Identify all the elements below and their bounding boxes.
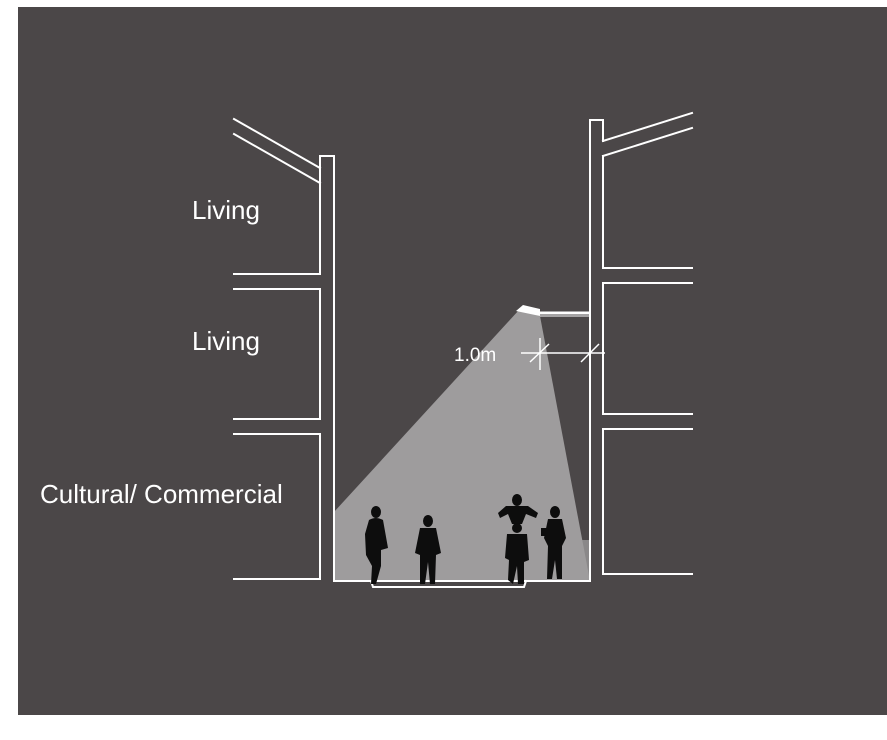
- right-roof-lower-line: [601, 126, 694, 158]
- left-building: [232, 117, 591, 582]
- pedestrian-icon: [365, 506, 388, 584]
- left-roof-lower-line: [232, 132, 322, 185]
- dimension-label: 1.0m: [454, 345, 496, 366]
- pedestrian-icon: [498, 494, 538, 584]
- lamp-head: [516, 305, 540, 316]
- left-roof-upper-line: [232, 117, 322, 170]
- dimension-tick-right: [580, 343, 600, 363]
- street-lamp-icon: [516, 305, 590, 317]
- dimension-annotation: 1.0m: [454, 338, 605, 370]
- dimension-tick-left: [529, 343, 550, 363]
- drawing-background: [18, 7, 887, 715]
- pedestrian-icon: [415, 515, 441, 584]
- ground-floor-label: Cultural/ Commercial: [40, 479, 283, 509]
- right-building: [589, 111, 694, 582]
- pedestrian-icon: [541, 506, 566, 579]
- middle-floor-label: Living: [192, 326, 260, 356]
- left-facade-outer: [319, 155, 591, 582]
- right-roof-upper-line: [601, 111, 694, 143]
- upper-floor-label: Living: [192, 195, 260, 225]
- right-facade-outer: [589, 119, 604, 582]
- pedestrians: [365, 494, 566, 584]
